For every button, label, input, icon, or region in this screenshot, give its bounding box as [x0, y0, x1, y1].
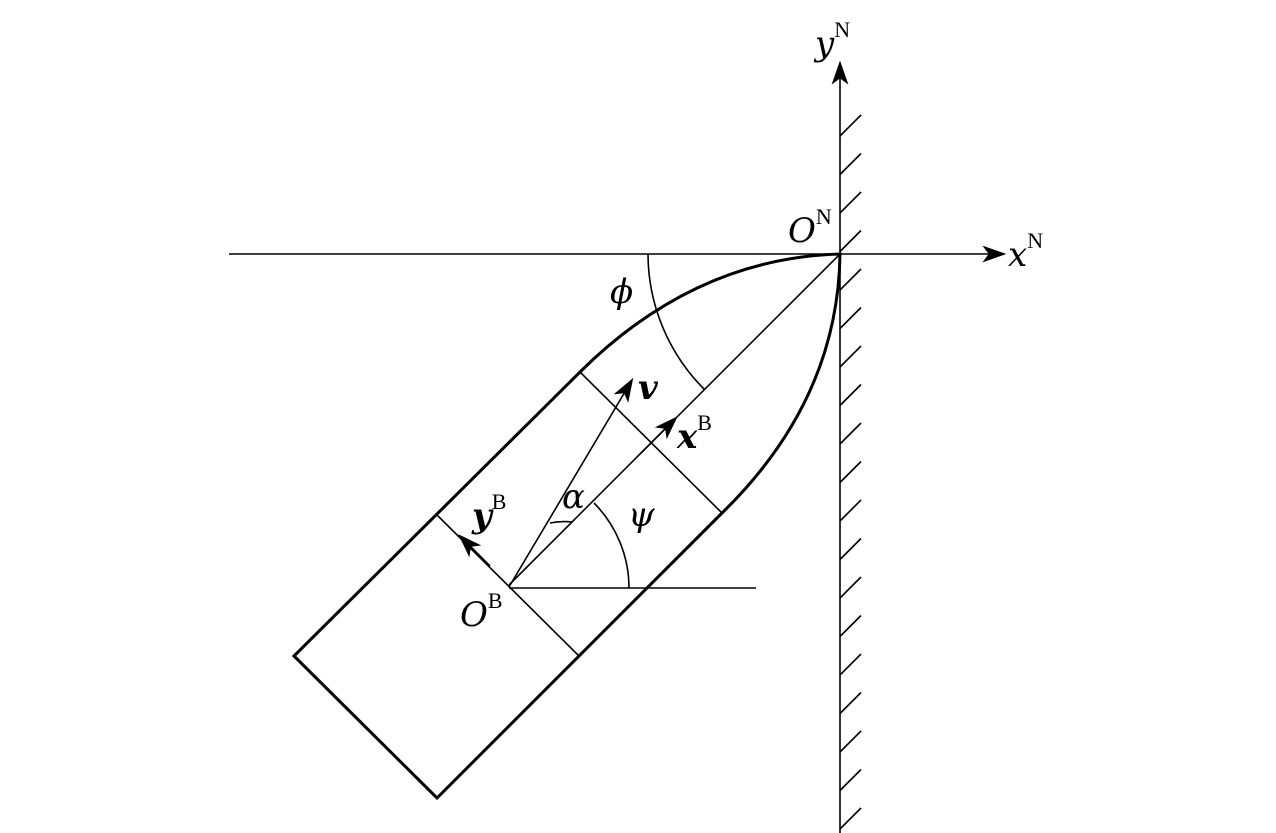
alpha-angle-arc	[549, 520, 573, 524]
hatch-mark	[839, 152, 862, 176]
label-xB: xB	[676, 410, 712, 457]
xB-axis-arrow	[639, 416, 678, 455]
hatch-mark	[839, 114, 862, 137]
label-yN: yN	[813, 17, 850, 64]
yB-axis-arrow	[458, 534, 491, 567]
label-v: v	[638, 368, 659, 408]
hatch-mark	[839, 422, 862, 445]
hatch-mark	[839, 460, 862, 484]
label-xN: xN	[1008, 228, 1043, 275]
hatch-mark	[839, 730, 862, 753]
ship-hull	[291, 252, 842, 801]
label-yB: yB	[471, 489, 506, 536]
label-ON: ON	[788, 204, 832, 251]
hatch-mark	[839, 653, 862, 676]
hatch-mark	[839, 807, 862, 830]
hatch-mark	[839, 537, 862, 561]
hatch-mark	[839, 691, 862, 715]
hatch-mark	[839, 345, 862, 368]
psi-angle-arc	[593, 502, 630, 589]
velocity-vector	[508, 377, 634, 588]
hatch-mark	[839, 383, 862, 407]
hatch-mark	[839, 768, 862, 792]
hatch-mark	[839, 306, 862, 330]
wall-hatching	[839, 114, 862, 830]
hatch-mark	[839, 268, 862, 291]
label-phi: ϕ	[610, 272, 633, 312]
phi-angle-arc	[647, 253, 706, 391]
label-psi: ψ	[628, 495, 655, 535]
hatch-mark	[839, 191, 862, 214]
label-alpha: α	[562, 477, 585, 517]
label-OB: OB	[460, 588, 503, 635]
hatch-mark	[839, 576, 862, 599]
hatch-mark	[839, 229, 862, 253]
hatch-mark	[839, 499, 862, 522]
hatch-mark	[839, 614, 862, 638]
